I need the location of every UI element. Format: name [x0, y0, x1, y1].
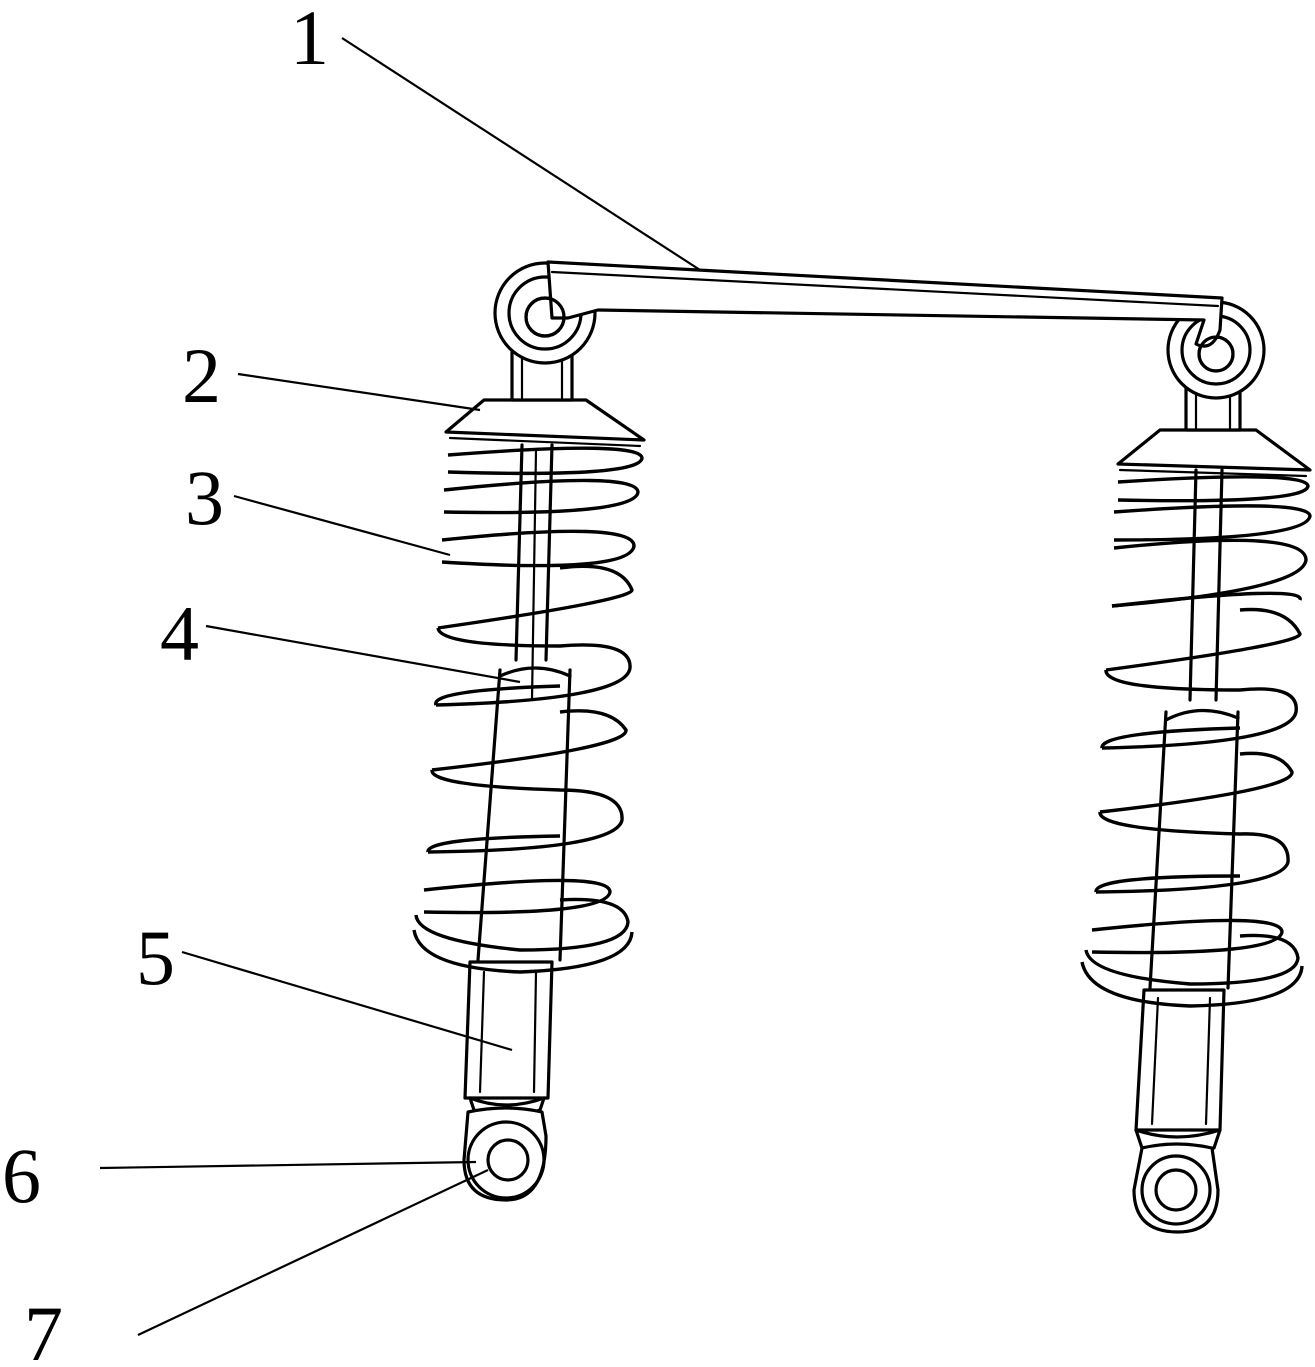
callout-label-7: 7 — [24, 1290, 63, 1367]
connecting-bar — [524, 260, 1235, 373]
left-coil-spring — [412, 446, 644, 974]
callout-label-1: 1 — [290, 0, 329, 81]
leader-lines — [99, 37, 701, 1336]
right-bottom-eyelet — [1132, 1142, 1220, 1234]
leader-line-6 — [99, 1160, 477, 1170]
callout-label-3: 3 — [185, 454, 224, 541]
left-bottom-eyelet — [462, 1106, 548, 1202]
right-piston-rod — [1148, 468, 1240, 990]
right-shock-absorber — [1080, 300, 1312, 1234]
callout-label-6: 6 — [2, 1132, 41, 1219]
right-coil-spring — [1080, 475, 1312, 1008]
left-shock-absorber — [412, 261, 646, 1202]
leader-line-7 — [137, 1169, 489, 1336]
right-damper-cylinder — [1134, 988, 1226, 1156]
leader-line-3 — [233, 494, 451, 557]
callout-label-4: 4 — [160, 590, 199, 677]
callout-label-5: 5 — [136, 914, 175, 1001]
left-mounting-bolt — [486, 1138, 530, 1182]
leader-line-5 — [181, 950, 513, 1052]
left-spring-seat — [444, 398, 646, 448]
leader-line-1 — [341, 37, 701, 271]
leader-line-4 — [205, 624, 521, 684]
callout-labels: 1 2 3 4 5 6 7 — [2, 0, 329, 1367]
callout-label-2: 2 — [182, 332, 221, 419]
leader-line-2 — [237, 372, 481, 412]
right-spring-seat — [1116, 428, 1312, 478]
